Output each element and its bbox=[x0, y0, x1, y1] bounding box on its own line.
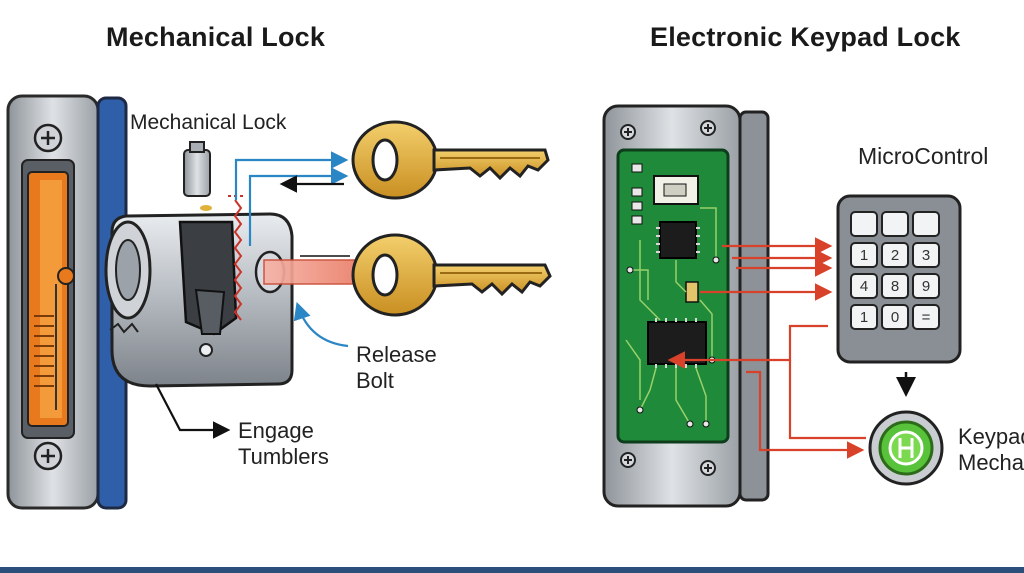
lock-cylinder bbox=[104, 212, 294, 388]
screw-icon bbox=[700, 120, 716, 136]
keypad-key-label: 2 bbox=[891, 247, 899, 264]
tumbler-spring bbox=[233, 199, 243, 321]
engage-tumblers-line-2: Tumblers bbox=[238, 444, 329, 469]
screw-icon bbox=[620, 124, 636, 140]
mechanical-lock-title: Mechanical Lock bbox=[106, 22, 326, 52]
microcontroller-label: MicroControl bbox=[858, 143, 989, 169]
engage-tumblers-line-1: Engage bbox=[238, 418, 314, 443]
keypad-key bbox=[850, 211, 878, 237]
keypad-key-label: = bbox=[922, 309, 931, 326]
keypad-key-label: 1 bbox=[860, 309, 868, 326]
keypad-key bbox=[912, 211, 940, 237]
pcb-circuit bbox=[625, 163, 720, 428]
lock-faceplate bbox=[6, 94, 100, 510]
keypad-key bbox=[881, 242, 909, 268]
keypad-key bbox=[850, 242, 878, 268]
keypad-key-label: 3 bbox=[922, 247, 930, 264]
release-bolt-line-1: Release bbox=[356, 342, 437, 367]
release-bolt-label: Release Bolt bbox=[356, 342, 437, 394]
keypad-key bbox=[881, 211, 909, 237]
pin-component-icon bbox=[183, 141, 212, 211]
keypad-key bbox=[850, 304, 878, 330]
keypad-key bbox=[850, 273, 878, 299]
electronic-flow-arrows bbox=[667, 237, 866, 459]
mechanical-flow-arrows bbox=[155, 151, 350, 439]
release-bolt-line-2: Bolt bbox=[356, 368, 394, 393]
keypad-key-label: 9 bbox=[922, 278, 930, 295]
keypad-key bbox=[881, 273, 909, 299]
keypad-key-label: 4 bbox=[860, 278, 868, 295]
screw-icon bbox=[620, 452, 636, 468]
keypad-mechanism-line-2: Mecha bbox=[958, 450, 1024, 475]
electronic-keypad-lock-title: Electronic Keypad Lock bbox=[650, 22, 961, 52]
screw-icon bbox=[33, 123, 63, 153]
keypad-mechanism-line-1: Keypad bbox=[958, 424, 1024, 449]
keypad-key bbox=[881, 304, 909, 330]
keypad-key-label: 1 bbox=[860, 247, 868, 264]
keypad-key bbox=[912, 242, 940, 268]
key-icon bbox=[351, 120, 550, 200]
keypad-mechanism-button bbox=[868, 410, 944, 486]
bottom-bar bbox=[0, 567, 1024, 573]
keypad-key-label: 0 bbox=[891, 309, 899, 326]
mechanical-lock-label: Mechanical Lock bbox=[130, 111, 287, 134]
keypad-key-label: 8 bbox=[891, 278, 899, 295]
keypad-key bbox=[912, 304, 940, 330]
screw-icon bbox=[33, 441, 63, 471]
engage-tumblers-label: Engage Tumblers bbox=[238, 418, 329, 470]
screw-icon bbox=[700, 460, 716, 476]
key-icon bbox=[351, 233, 552, 317]
keypad-key bbox=[912, 273, 940, 299]
keypad-mechanism-label: Keypad Mecha bbox=[958, 424, 1024, 476]
